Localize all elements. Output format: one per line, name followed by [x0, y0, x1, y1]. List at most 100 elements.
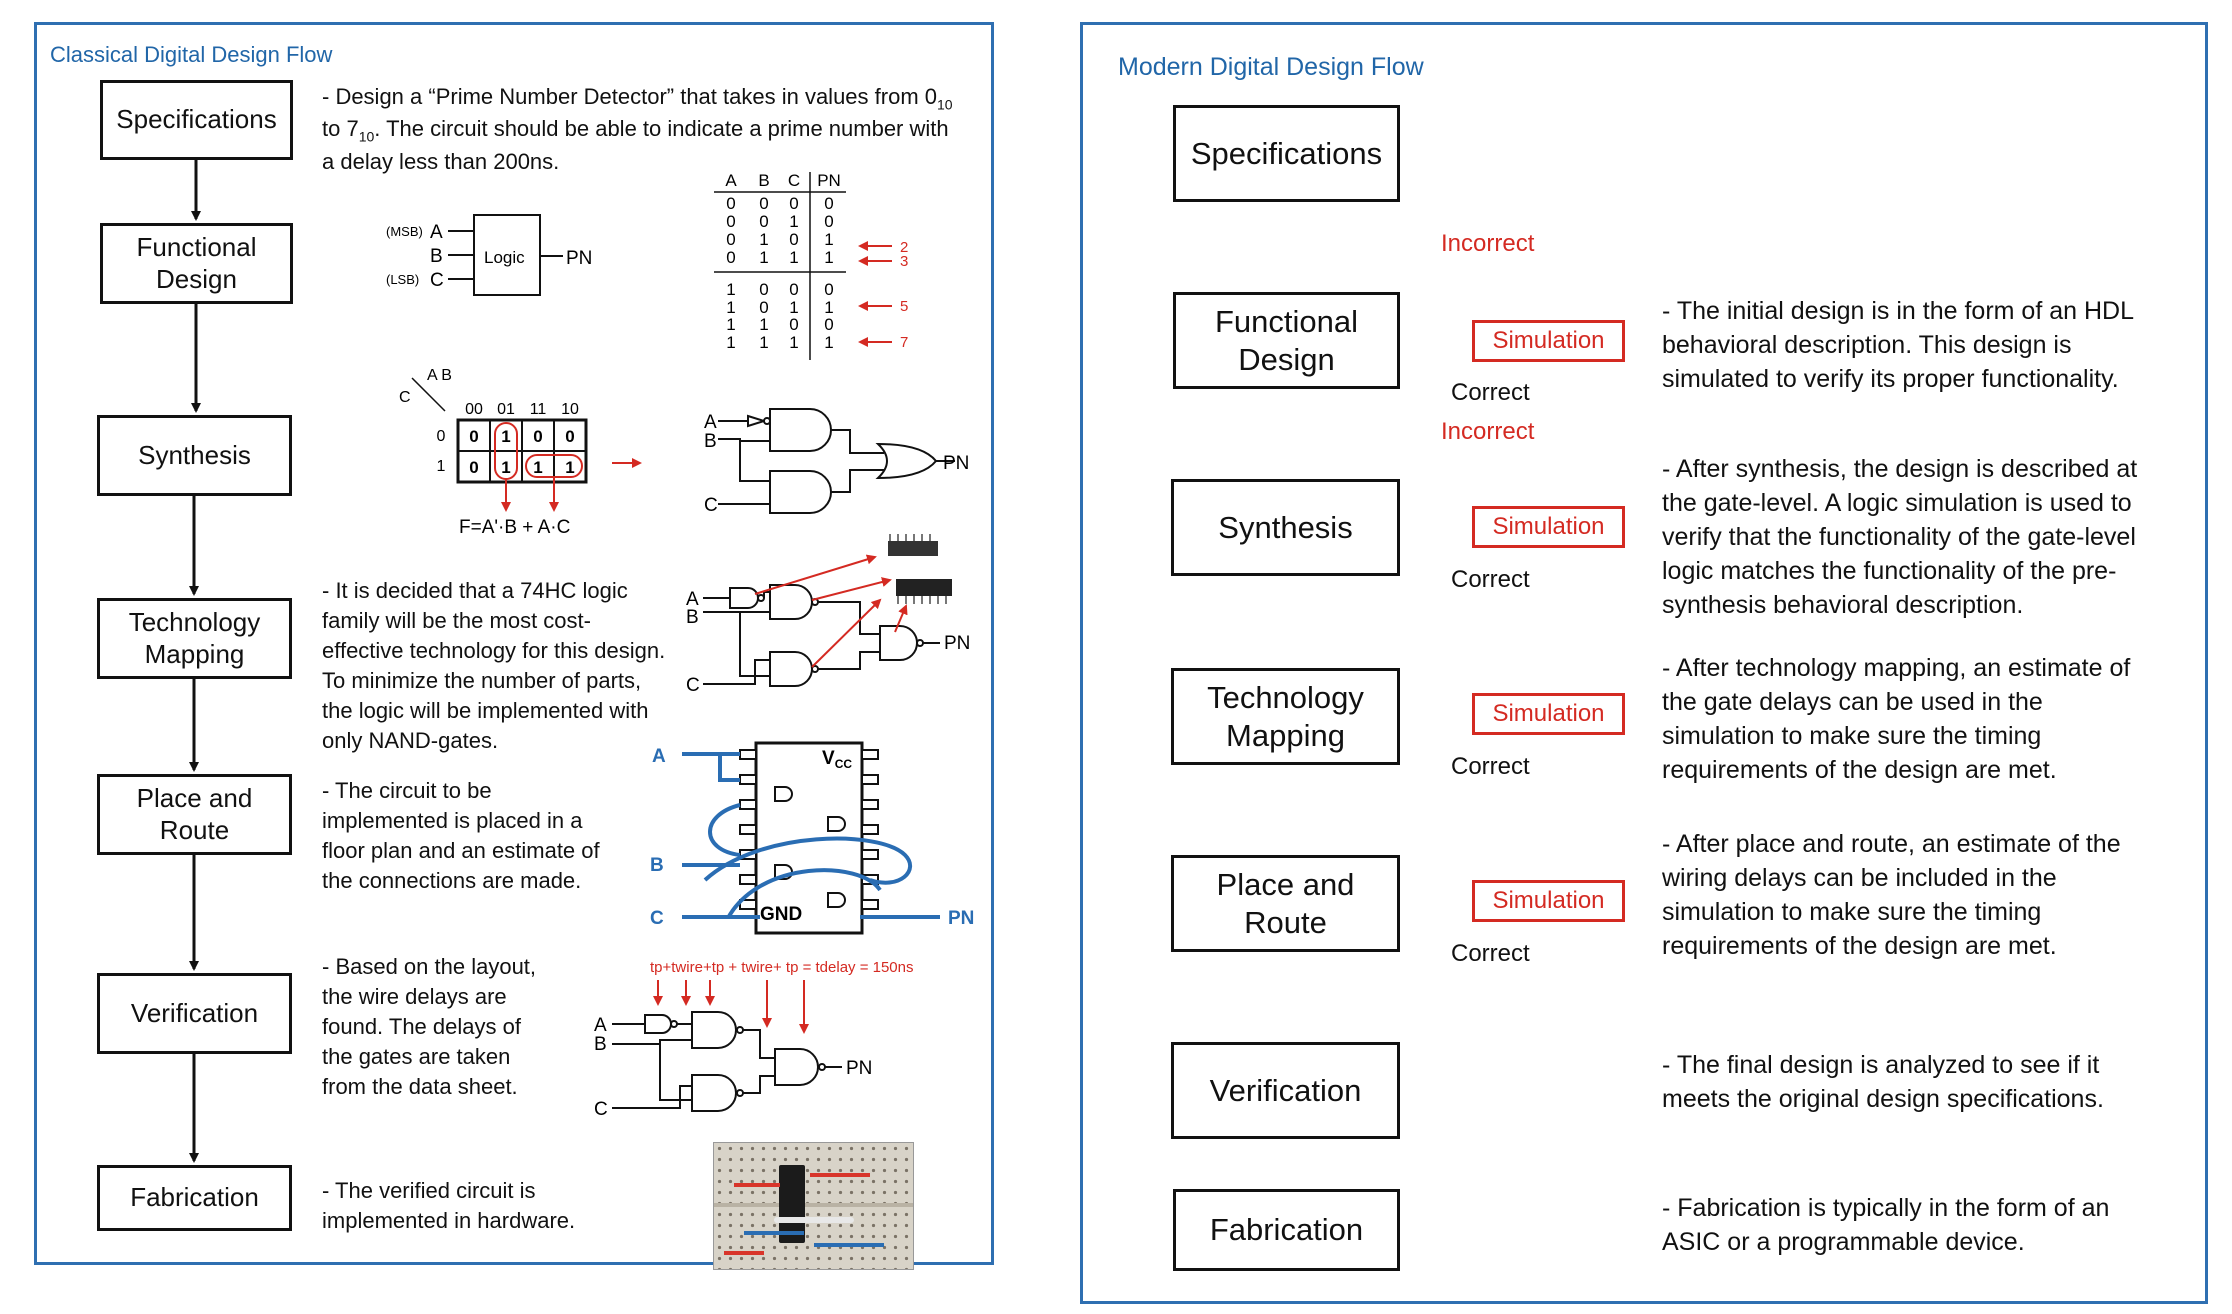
svg-text:PN: PN: [943, 453, 969, 474]
svg-text:B: B: [650, 855, 664, 876]
truth-table-cell: 1: [726, 315, 735, 334]
block-input-a: A: [430, 222, 443, 243]
right-step-place-and-route: Place and Route: [1171, 855, 1400, 952]
simulation-box-1: Simulation: [1472, 320, 1625, 362]
left-step-synthesis: Synthesis: [97, 415, 292, 496]
svg-text:C: C: [399, 389, 411, 406]
truth-table-cell: 1: [824, 333, 833, 352]
svg-text:1: 1: [533, 458, 542, 477]
svg-text:C: C: [704, 495, 718, 516]
left-step-specifications: Specifications: [100, 80, 293, 160]
truth-table-cell: 1: [759, 230, 768, 249]
fabrication-description: - The verified circuit is implemented in…: [322, 1178, 576, 1233]
modern-flow-title: Modern Digital Design Flow: [1118, 53, 1424, 81]
svg-text:B: B: [686, 607, 699, 628]
spec-description: - Design a “Prime Number Detector” that …: [322, 84, 953, 174]
left-step-technology-mapping: Technology Mapping: [97, 598, 292, 679]
truth-table-cell: 0: [759, 212, 768, 231]
modern-description-functional: - The initial design is in the form of a…: [1662, 297, 2134, 393]
svg-text:C: C: [594, 1099, 608, 1120]
svg-text:01: 01: [497, 401, 515, 418]
right-step-functional-design: Functional Design: [1173, 292, 1400, 389]
synthesis-gate-circuit: [718, 408, 955, 514]
svg-text:B: B: [704, 431, 717, 452]
truth-table-cell: 0: [759, 280, 768, 299]
truth-table-cell: 0: [726, 194, 735, 213]
left-step-fabrication: Fabrication: [97, 1165, 292, 1231]
truth-table-cell: 0: [789, 194, 798, 213]
svg-text:PN: PN: [817, 171, 841, 190]
correct-label-2: Correct: [1451, 566, 1530, 593]
karnaugh-map: A B C 00 01 11 10 0 1 0 1 0 0 0 1 1 1: [399, 367, 642, 538]
left-flow-arrows: [189, 160, 201, 1163]
truth-table-cell: 0: [824, 280, 833, 299]
truth-table-cell: 0: [726, 248, 735, 267]
truth-table-cell: 0: [789, 315, 798, 334]
delay-equation: tp+twire+tp + twire+ tp = tdelay = 150ns: [650, 959, 914, 976]
logic-label: Logic: [484, 248, 525, 267]
kmap-equation: F=A'·B + A·C: [459, 517, 570, 538]
truth-table-cell: 1: [789, 333, 798, 352]
truth-table-cell: 0: [824, 194, 833, 213]
svg-text:1: 1: [501, 427, 510, 446]
correct-label-3: Correct: [1451, 753, 1530, 780]
floor-plan-diagram: VCC GND A B C PN: [650, 741, 974, 935]
right-step-technology-mapping: Technology Mapping: [1171, 668, 1400, 765]
truth-table-cell: 0: [824, 315, 833, 334]
verification-circuit: tp+twire+tp + twire+ tp = tdelay = 150ns…: [594, 959, 914, 1120]
truth-table-cell: 1: [824, 248, 833, 267]
truth-table-cell: 1: [759, 248, 768, 267]
incorrect-label-2: Incorrect: [1441, 418, 1535, 445]
simulation-box-4: Simulation: [1472, 880, 1625, 922]
correct-label-1: Correct: [1451, 379, 1530, 406]
msb-label: (MSB): [386, 224, 423, 239]
truth-table-cell: 1: [824, 298, 833, 317]
svg-text:C: C: [650, 908, 664, 929]
block-input-c: C: [430, 270, 444, 291]
svg-text:7: 7: [900, 334, 908, 351]
svg-text:0: 0: [469, 458, 478, 477]
truth-table-cell: 0: [759, 194, 768, 213]
lsb-label: (LSB): [386, 272, 419, 287]
svg-text:A B: A B: [427, 367, 452, 384]
truth-table-cell: 0: [824, 212, 833, 231]
right-step-fabrication: Fabrication: [1173, 1189, 1400, 1271]
logic-block-diagram: (MSB) (LSB) A B C Logic PN: [386, 214, 592, 296]
truth-table-cell: 0: [726, 230, 735, 249]
modern-description-synthesis: - After synthesis, the design is describ…: [1662, 455, 2138, 619]
truth-table-cell: 1: [726, 333, 735, 352]
svg-text:1: 1: [565, 458, 574, 477]
truth-table-cell: 1: [726, 298, 735, 317]
place-route-description: - The circuit to be implemented is place…: [322, 778, 600, 893]
svg-text:A: A: [594, 1015, 607, 1036]
modern-description-verification: - The final design is analyzed to see if…: [1662, 1051, 2104, 1113]
truth-table-cell: 1: [789, 248, 798, 267]
tech-mapping-description: - It is decided that a 74HC logic family…: [322, 578, 666, 753]
right-step-verification: Verification: [1171, 1042, 1400, 1139]
block-input-b: B: [430, 246, 443, 267]
svg-text:0: 0: [565, 427, 574, 446]
truth-table-cell: 0: [759, 298, 768, 317]
svg-text:GND: GND: [760, 904, 802, 925]
svg-text:VCC: VCC: [822, 748, 852, 771]
svg-text:11: 11: [530, 401, 547, 418]
nand-gate-circuit: [703, 584, 940, 687]
svg-text:1: 1: [501, 458, 510, 477]
truth-table-cell: 0: [726, 212, 735, 231]
svg-text:C: C: [686, 675, 700, 696]
svg-text:5: 5: [900, 298, 908, 315]
svg-text:A: A: [704, 412, 717, 433]
svg-text:B: B: [758, 171, 769, 190]
svg-text:PN: PN: [846, 1058, 872, 1079]
verification-description: - Based on the layout, the wire delays a…: [322, 954, 537, 1099]
svg-text:A: A: [725, 171, 737, 190]
svg-text:3: 3: [900, 253, 908, 270]
modern-description-place-route: - After place and route, an estimate of …: [1662, 830, 2121, 960]
svg-text:B: B: [594, 1034, 607, 1055]
simulation-box-3: Simulation: [1472, 693, 1625, 735]
svg-text:A: A: [686, 589, 699, 610]
correct-label-4: Correct: [1451, 940, 1530, 967]
svg-text:0: 0: [437, 428, 446, 445]
modern-description-fabrication: - Fabrication is typically in the form o…: [1662, 1194, 2110, 1256]
